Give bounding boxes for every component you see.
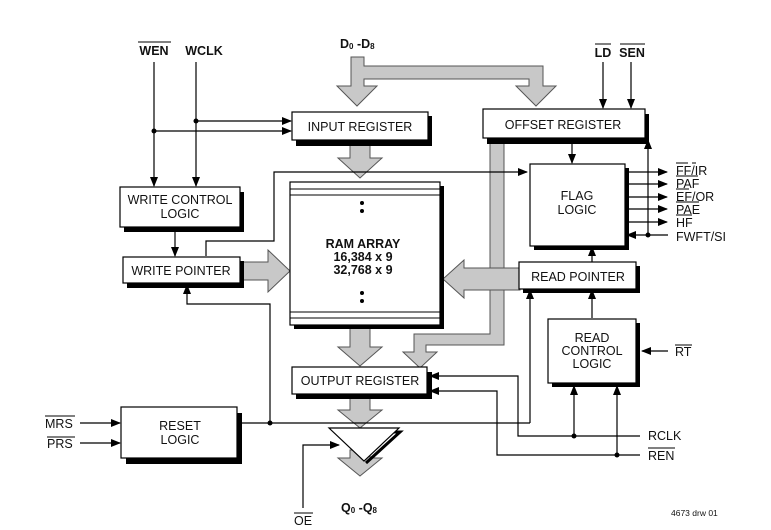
- junction-dot: [267, 420, 273, 426]
- read-control-logic-label-1: READ: [575, 331, 610, 345]
- input-register-label: INPUT REGISTER: [308, 120, 413, 134]
- data-in-bus: [335, 56, 558, 107]
- ellipsis-dot: [360, 291, 364, 295]
- sen-signal-label: SEN: [619, 43, 645, 60]
- write-pointer-to-ram-bus: [235, 248, 291, 294]
- mrs-signal-label: MRS: [45, 415, 75, 431]
- flag-logic-label-2: LOGIC: [558, 203, 597, 217]
- ellipsis-dot: [360, 209, 364, 213]
- write-control-logic-block: WRITE CONTROL LOGIC: [119, 186, 244, 232]
- svg-text:WEN: WEN: [139, 44, 168, 58]
- read-pointer-label: READ POINTER: [531, 270, 625, 284]
- reset-logic-block: RESET LOGIC: [120, 406, 242, 464]
- ram-to-output-bus: [336, 327, 384, 367]
- hf-signal-label: HF: [676, 214, 693, 230]
- write-pointer-label: WRITE POINTER: [131, 264, 230, 278]
- prs-signal-label: PRS: [47, 436, 75, 451]
- read-pointer-block: READ POINTER: [518, 261, 640, 293]
- ld-signal-label: LD: [595, 43, 612, 60]
- junction-dot: [151, 128, 157, 134]
- ff-ir-signal-label: FF/IR: [676, 162, 707, 178]
- rclk-signal-label: RCLK: [648, 429, 682, 443]
- paf-signal-label: PAF: [676, 175, 700, 191]
- data-in-label: D0 -D8: [340, 37, 375, 51]
- flag-logic-label-1: FLAG: [561, 189, 594, 203]
- ren-line: [429, 387, 640, 456]
- input-register-block: INPUT REGISTER: [291, 111, 432, 146]
- output-register-label: OUTPUT REGISTER: [301, 374, 420, 388]
- svg-text:MRS: MRS: [45, 417, 73, 431]
- svg-text:HF: HF: [676, 216, 693, 230]
- offset-register-block: OFFSET REGISTER: [482, 108, 649, 144]
- svg-text:PRS: PRS: [47, 437, 73, 451]
- reset-logic-label-2: LOGIC: [161, 433, 200, 447]
- ef-or-signal-label: EF/OR: [676, 188, 714, 204]
- flag-logic-block: FLAG LOGIC: [529, 163, 629, 250]
- write-control-logic-label-2: LOGIC: [161, 207, 200, 221]
- junction-dot: [193, 118, 199, 124]
- ram-array-size-2: 32,768 x 9: [333, 263, 392, 277]
- read-control-logic-label-3: LOGIC: [573, 357, 612, 371]
- drawing-id-label: 4673 drw 01: [671, 508, 718, 518]
- svg-text:PAF: PAF: [676, 177, 700, 191]
- ellipsis-dot: [360, 299, 364, 303]
- svg-text:EF/OR: EF/OR: [676, 190, 714, 204]
- svg-text:PAE: PAE: [676, 203, 700, 217]
- ren-signal-label: REN: [648, 447, 675, 463]
- read-pointer-to-ram-bus: [442, 258, 521, 300]
- ram-array-block: RAM ARRAY 16,384 x 9 32,768 x 9: [289, 181, 444, 329]
- rt-signal-label: RT: [675, 344, 692, 359]
- wp-to-flag-line: [205, 168, 528, 256]
- ellipsis-dot: [360, 201, 364, 205]
- svg-text:LD: LD: [595, 46, 612, 60]
- write-control-logic-label-1: WRITE CONTROL: [128, 193, 233, 207]
- reset-logic-label-1: RESET: [159, 419, 201, 433]
- pae-signal-label: PAE: [676, 201, 700, 217]
- svg-text:FF/IR: FF/IR: [676, 164, 707, 178]
- ram-array-title: RAM ARRAY: [326, 237, 401, 251]
- svg-text:SEN: SEN: [619, 46, 645, 60]
- svg-text:OE: OE: [294, 514, 312, 528]
- wclk-signal-label: WCLK: [185, 44, 223, 58]
- write-pointer-block: WRITE POINTER: [122, 256, 244, 288]
- svg-text:REN: REN: [648, 449, 674, 463]
- output-register-block: OUTPUT REGISTER: [291, 366, 432, 399]
- read-control-logic-block: READ CONTROL LOGIC: [547, 318, 640, 387]
- oe-signal-label: OE: [294, 512, 313, 528]
- data-out-label: Q0 -Q8: [341, 501, 378, 515]
- read-control-logic-label-2: CONTROL: [561, 344, 622, 358]
- ram-array-size-1: 16,384 x 9: [333, 250, 392, 264]
- oe-line: [302, 441, 340, 508]
- output-buffer-triangle: [327, 427, 404, 465]
- reset-to-wp-line: [183, 284, 271, 423]
- svg-text:RT: RT: [675, 345, 692, 359]
- fwft-si-signal-label: FWFT/SI: [676, 230, 726, 244]
- rclk-line: [429, 372, 640, 437]
- wen-signal-label: WEN: [138, 41, 171, 58]
- offset-register-label: OFFSET REGISTER: [505, 118, 621, 132]
- offset-bus: [401, 137, 505, 369]
